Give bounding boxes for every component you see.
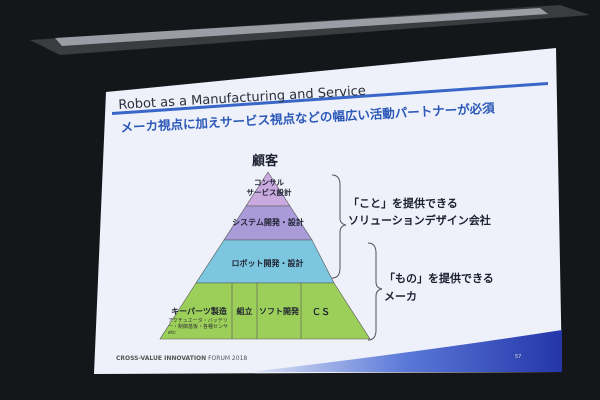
cell-software: ソフト開発 [259, 307, 299, 316]
cell-key-parts-sub: アクチュエータ・バッテリー・制御基板・各種センサetc [168, 318, 229, 336]
brace-koto [331, 174, 347, 279]
cell-key-parts: キーパーツ製造 [171, 307, 227, 316]
brace-mono [367, 242, 383, 341]
mono-line2: メーカ [384, 290, 417, 303]
page-number: 57 [515, 354, 522, 360]
pyramid [159, 171, 371, 340]
mono-line1: 「もの」を提供できる [384, 272, 494, 285]
ceiling-light [55, 8, 548, 46]
cell-cs: ＣＳ [311, 308, 330, 318]
apex-label: 顧客 [252, 154, 279, 169]
koto-line2: ソリューションデザイン会社 [348, 214, 491, 227]
pyramid-layer-base [159, 282, 371, 340]
footer-brand: CROSS-VALUE INNOVATION FORUM 2018 [116, 355, 247, 362]
layer-label-consult: コンサル サービス設計 [246, 178, 292, 197]
footer-brand-bold: CROSS-VALUE INNOVATION [116, 355, 207, 362]
layer-label-robot: ロボット開発・設計 [231, 259, 304, 268]
cell-assembly: 組立 [236, 307, 253, 316]
title-underline [112, 82, 548, 115]
footer-brand-light: FORUM 2018 [208, 355, 248, 362]
footer-wave [250, 330, 562, 372]
layer-label-system: システム開発・設計 [232, 218, 304, 227]
koto-line1: 「こと」を提供できる [348, 197, 458, 210]
